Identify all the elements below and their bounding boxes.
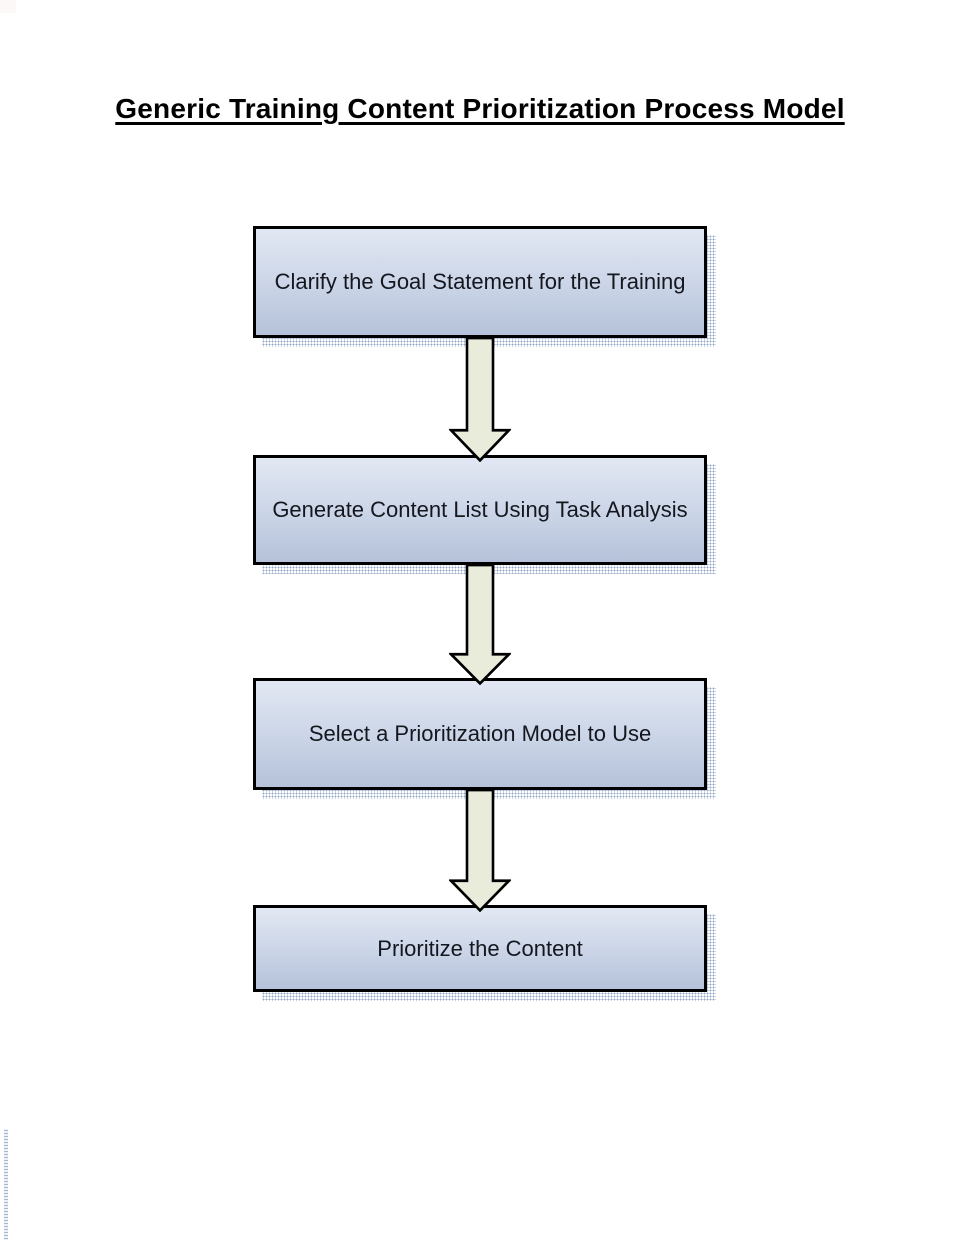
down-arrow-icon: [449, 338, 511, 462]
vertical-watermark-text: [4, 1129, 8, 1240]
down-arrow-connector-1: [449, 338, 511, 462]
step-box: Clarify the Goal Statement for the Train…: [253, 226, 707, 338]
process-step-select-model: Select a Prioritization Model to Use: [253, 678, 716, 799]
step-label: Select a Prioritization Model to Use: [308, 721, 652, 746]
down-arrow-icon: [449, 790, 511, 912]
scan-artifact: [0, 0, 16, 13]
step-box: Prioritize the Content: [253, 905, 707, 992]
step-label: Clarify the Goal Statement for the Train…: [274, 269, 686, 294]
step-box: Generate Content List Using Task Analysi…: [253, 455, 707, 565]
down-arrow-connector-2: [449, 565, 511, 685]
process-step-clarify-goal: Clarify the Goal Statement for the Train…: [253, 226, 716, 347]
page-title: Generic Training Content Prioritization …: [0, 93, 960, 125]
down-arrow-icon: [449, 565, 511, 685]
down-arrow-connector-3: [449, 790, 511, 912]
process-step-generate-content-list: Generate Content List Using Task Analysi…: [253, 455, 716, 574]
step-box: Select a Prioritization Model to Use: [253, 678, 707, 790]
step-label: Generate Content List Using Task Analysi…: [272, 497, 688, 522]
process-step-prioritize-content: Prioritize the Content: [253, 905, 716, 1001]
step-label: Prioritize the Content: [377, 935, 583, 961]
page-title-text: Generic Training Content Prioritization …: [115, 92, 845, 124]
